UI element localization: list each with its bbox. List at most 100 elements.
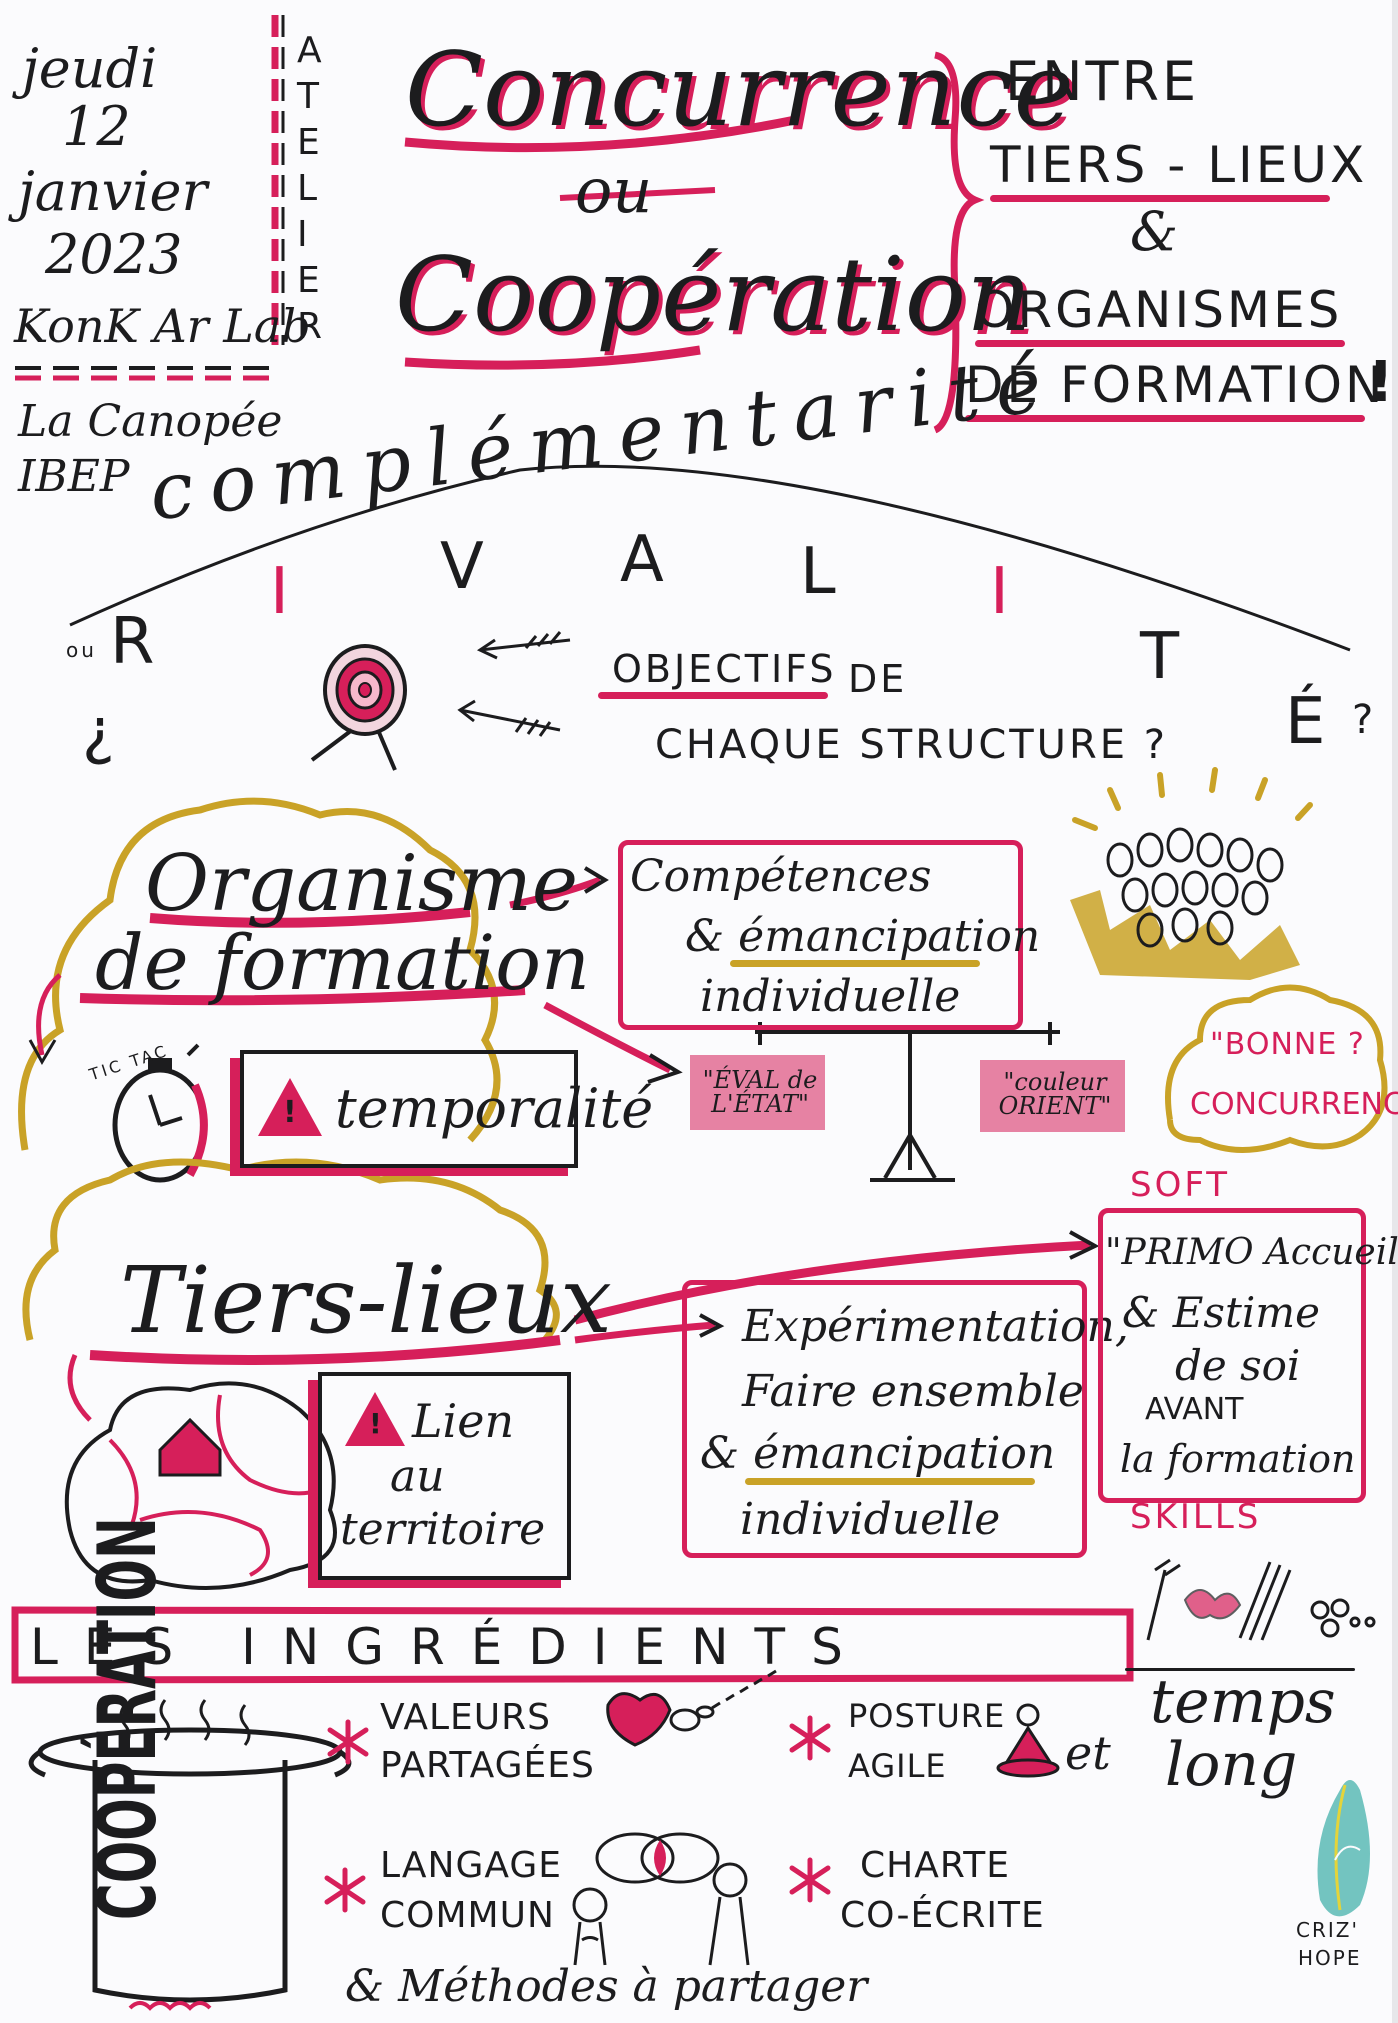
temps-label: temps: [1150, 1667, 1336, 1737]
primo-line1: "PRIMO Accueil": [1105, 1232, 1398, 1273]
langage-line2: COMMUN: [380, 1895, 555, 1936]
lien-line2: au: [390, 1451, 445, 1502]
competences-box: [618, 840, 1023, 1030]
de-formation-title: de formation: [95, 918, 590, 1007]
pot-label: COOPÉRATION: [81, 1517, 175, 1920]
ingredients-banner: LES INGRÉDIENTS: [30, 1618, 869, 1676]
entre-label: ENTRE: [1005, 50, 1200, 113]
tiers-lieux-caps: TIERS - LIEUX: [990, 136, 1368, 194]
meditating-figure-icon: [996, 1703, 1060, 1778]
ou-label: ou: [66, 638, 97, 662]
rivalite-letter: L: [800, 535, 839, 609]
charte-line1: CHARTE: [860, 1845, 1010, 1886]
competences-line3: individuelle: [700, 971, 961, 1022]
title-cooperation: Coopération: [395, 236, 1032, 355]
rivalite-letter: A: [620, 523, 667, 597]
exp-line2: Faire ensemble: [742, 1366, 1084, 1417]
rivalite-letter: I: [990, 555, 1012, 629]
organismes-caps: ORGANISMES: [975, 281, 1343, 339]
exp-line3: & émancipation: [700, 1428, 1056, 1479]
rivalite-letter: V: [440, 530, 487, 604]
soft-label: SOFT: [1130, 1165, 1231, 1205]
date-year: 2023: [45, 223, 183, 286]
atelier-letter: E: [297, 122, 323, 163]
bonne-line1: "BONNE ?: [1210, 1027, 1365, 1062]
charte-line2: CO-ÉCRITE: [840, 1895, 1045, 1936]
rivalite-letter: É: [1285, 685, 1329, 759]
exclamation: !: [1368, 350, 1397, 415]
date-day: jeudi: [22, 37, 158, 100]
de-word: DE: [848, 657, 908, 701]
posture-line2: AGILE: [848, 1747, 947, 1785]
warning-mark: !: [283, 1095, 297, 1130]
lien-line3: territoire: [340, 1504, 546, 1555]
people-icon: [572, 1862, 750, 1966]
criz-hope-logo: [1317, 1780, 1370, 1917]
organisme-title: Organisme: [145, 839, 578, 929]
target-icon: [310, 644, 407, 771]
territory-map-icon: [64, 1381, 337, 1590]
methodes-text: & Méthodes à partager: [345, 1961, 868, 2012]
ampersand: &: [1130, 200, 1179, 263]
date-number: 12: [62, 95, 131, 158]
tiers-lieux-title: Tiers-lieux: [120, 1247, 612, 1354]
stopwatch-icon: [112, 1043, 208, 1183]
temporalite-text: temporalité: [335, 1077, 654, 1140]
primo-line5: la formation: [1120, 1437, 1356, 1481]
valeurs-line2: PARTAGÉES: [380, 1745, 595, 1786]
org-la-canopee: La Canopée: [18, 396, 283, 447]
atelier-letter: A: [297, 30, 325, 71]
long-label: long: [1165, 1730, 1298, 1800]
primo-accueil-box: [1098, 1208, 1366, 1503]
primo-line4: AVANT: [1145, 1392, 1244, 1427]
primo-line3: de soi: [1175, 1341, 1301, 1390]
title-concurrence: Concurrence: [405, 31, 1075, 150]
lien-line1: Lien: [412, 1394, 515, 1448]
atelier-vertical: A T E L I E R: [297, 28, 337, 350]
lien-territoire-box: [318, 1372, 571, 1580]
rivalite-letter: T: [1140, 620, 1183, 694]
experimentation-box: [682, 1280, 1087, 1558]
de-formation-caps: DE FORMATION: [965, 356, 1386, 414]
balance-left-label: "ÉVAL de L'ÉTAT": [702, 1066, 818, 1118]
warning-mark: !: [369, 1407, 382, 1440]
speech-bubbles-icon: [595, 1832, 720, 1884]
atelier-letter: R: [297, 306, 326, 347]
balance-scale-icon: [755, 1022, 1060, 1182]
competences-line2: & émancipation: [685, 911, 1041, 962]
langage-line1: LANGAGE: [380, 1845, 562, 1886]
atelier-letter: E: [297, 260, 323, 301]
chaque-structure: CHAQUE STRUCTURE ?: [655, 722, 1168, 768]
q-open: ¿: [82, 694, 118, 767]
primo-line2: & Estime: [1122, 1288, 1320, 1337]
org-ibep: IBEP: [18, 451, 130, 502]
bonne-line2: CONCURRENCE": [1190, 1087, 1398, 1122]
rivalite-letter: I: [270, 555, 292, 629]
signature-line2: HOPE: [1298, 1946, 1362, 1970]
posture-line1: POSTURE: [848, 1697, 1006, 1735]
exp-line4: individuelle: [740, 1494, 1001, 1545]
valeurs-line1: VALEURS: [380, 1697, 551, 1738]
exp-line1: Expérimentation,: [742, 1301, 1129, 1352]
date-month: janvier: [18, 160, 208, 223]
balance-right-label: "couleur ORIENT": [998, 1068, 1112, 1120]
warning-triangle-icon: [258, 1078, 322, 1136]
skills-label: SKILLS: [1130, 1497, 1262, 1537]
competences-line1: Compétences: [630, 851, 932, 902]
et-label: et: [1065, 1726, 1111, 1780]
atelier-letter: L: [297, 168, 321, 209]
title-ou: ou: [575, 154, 653, 227]
warning-triangle-icon: [345, 1392, 405, 1446]
cooking-pot-icon: [28, 1699, 352, 2011]
signature-line1: CRIZ': [1296, 1918, 1359, 1942]
objectifs-word: OBJECTIFS: [612, 647, 837, 691]
q-close: ?: [1352, 697, 1377, 743]
atelier-letter: T: [297, 76, 322, 117]
rivalite-letter: R: [110, 605, 158, 679]
star-bullets: [324, 1715, 831, 1913]
org-konk-ar-lab: KonK Ar Lab: [14, 299, 311, 353]
temporalite-box: [240, 1050, 578, 1168]
atelier-letter: I: [297, 214, 311, 255]
